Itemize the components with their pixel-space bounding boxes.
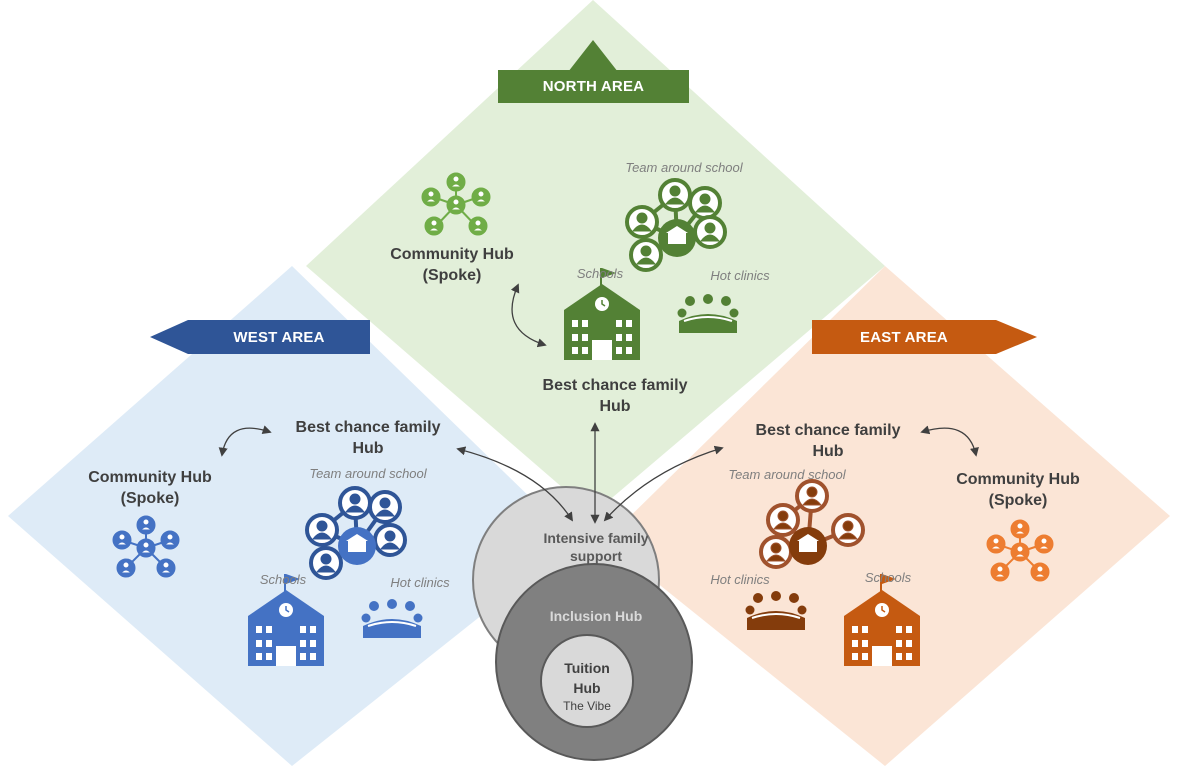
intensive-family-support-label: Intensive family support xyxy=(543,530,649,564)
west-hot-clinics-label: Hot clinics xyxy=(390,575,450,590)
north-team-around-school-icon xyxy=(625,178,727,272)
tuition-hub-label: Tuition Hub xyxy=(564,660,610,696)
east-best-chance-hub-label: Best chance family Hub xyxy=(755,422,901,460)
west-hub-curved-arrow xyxy=(218,425,272,457)
east-area-diamond xyxy=(605,266,1170,766)
east-team-around-school-label: Team around school xyxy=(728,467,846,482)
east-hot-clinics-label: Hot clinics xyxy=(710,572,770,587)
north-community-hub-icon xyxy=(421,172,491,236)
north-banner-shape xyxy=(498,70,689,103)
west-community-hub-icon xyxy=(112,515,180,578)
north-team-around-school-label: Team around school xyxy=(625,160,743,175)
west-to-center-arrow xyxy=(456,446,573,522)
east-to-center-arrow xyxy=(603,445,724,522)
north-area-banner: NORTH AREA xyxy=(498,70,689,103)
east-area-banner: EAST AREA xyxy=(812,320,996,354)
west-community-hub-label: Community Hub (Spoke) xyxy=(88,469,212,507)
west-banner-shape xyxy=(150,320,370,354)
east-banner-shape xyxy=(812,320,1037,354)
east-schools-label: Schools xyxy=(864,570,912,585)
east-team-around-school-icon xyxy=(759,479,865,569)
north-arrow-tip xyxy=(568,40,618,72)
west-team-around-school-icon xyxy=(305,486,407,580)
east-area-label: EAST AREA xyxy=(860,328,948,346)
west-team-around-school-label: Team around school xyxy=(309,466,427,481)
inclusion-hub-label: Inclusion Hub xyxy=(549,608,643,624)
west-best-chance-hub-label: Best chance family Hub xyxy=(295,419,441,457)
the-vibe-label: The Vibe xyxy=(563,699,611,713)
east-community-hub-label: Community Hub (Spoke) xyxy=(956,471,1080,509)
north-hub-curved-arrow xyxy=(510,283,547,348)
north-schools-label: Schools xyxy=(576,266,624,281)
north-area-label: NORTH AREA xyxy=(542,78,645,95)
west-area-banner: WEST AREA xyxy=(188,320,370,354)
north-hot-clinics-label: Hot clinics xyxy=(710,268,770,283)
east-community-hub-icon xyxy=(986,519,1054,582)
north-area-diamond xyxy=(306,0,885,514)
tuition-hub-circle xyxy=(540,634,634,728)
west-schools-label: Schools xyxy=(259,572,307,587)
west-area-diamond xyxy=(8,266,575,766)
west-area-label: WEST AREA xyxy=(233,328,325,346)
north-community-hub-label: Community Hub (Spoke) xyxy=(390,246,514,284)
east-hub-curved-arrow xyxy=(920,425,979,457)
north-best-chance-hub-label: Best chance family Hub xyxy=(542,377,688,415)
